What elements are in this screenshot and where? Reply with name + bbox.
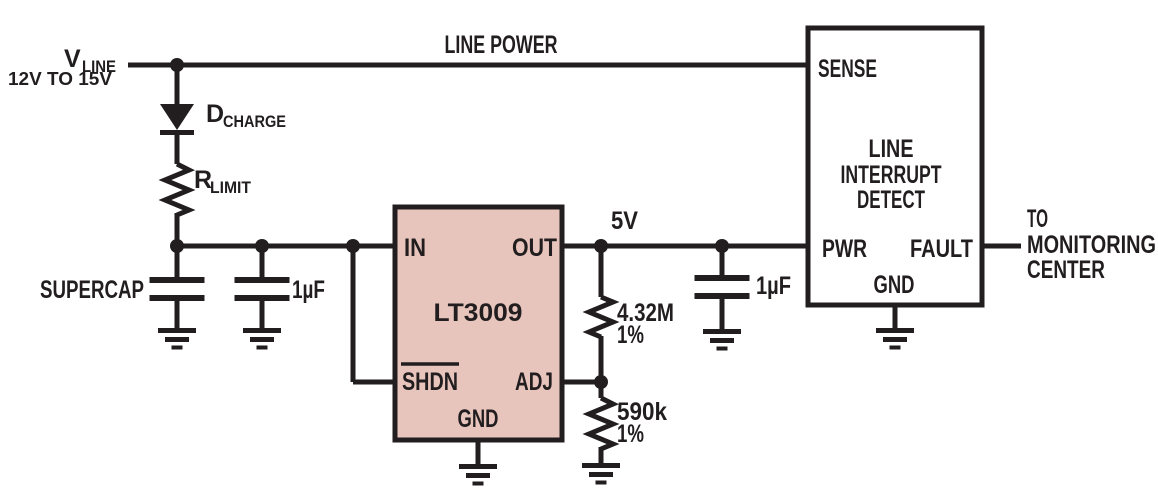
ground-regulator <box>459 467 497 484</box>
divider-top-tolerance: 1% <box>617 321 644 349</box>
diode-dcharge <box>160 104 194 135</box>
resistor-rlimit <box>158 161 196 218</box>
dcharge-symbol: D <box>206 100 224 128</box>
detector-title-line1: LINE <box>869 135 914 163</box>
detector-title-line3: DETECT <box>857 186 925 214</box>
regulator-part-number: LT3009 <box>434 299 523 327</box>
vline-range: 12V TO 15V <box>8 69 112 89</box>
divider-bottom-tolerance: 1% <box>617 420 644 448</box>
detector-pin-fault: FAULT <box>910 235 973 263</box>
resistor-divider-bottom <box>582 395 620 452</box>
junction-dot-adj-node <box>594 375 608 389</box>
junction-dot-supercap <box>170 239 184 253</box>
rlimit-symbol: R <box>194 166 212 194</box>
regulator-block <box>392 204 565 443</box>
input-cap-value: 1µF <box>292 276 325 304</box>
divider-bottom-value: 590k <box>617 398 667 426</box>
destination-line3: CENTER <box>1027 256 1105 284</box>
divider-top-value: 4.32M <box>617 299 674 327</box>
detector-pin-gnd: GND <box>874 271 915 299</box>
output-cap-value: 1µF <box>756 272 791 300</box>
regulator-pin-gnd: GND <box>458 405 499 433</box>
ground-output-cap <box>703 332 741 349</box>
vline-symbol: V <box>64 45 81 73</box>
ground-input-cap <box>243 331 281 348</box>
capacitor-supercap <box>150 280 205 298</box>
detector-block <box>805 25 985 308</box>
regulator-pin-shdn: SHDN <box>402 368 458 396</box>
ground-supercap <box>158 331 196 348</box>
capacitor-output-bypass <box>695 278 750 296</box>
supercap-label: SUPERCAP <box>40 276 144 304</box>
capacitor-input-bypass <box>235 280 290 298</box>
ground-detector <box>876 331 914 348</box>
junction-dot-incap <box>255 239 269 253</box>
junction-dot-line-tap <box>170 58 184 72</box>
vline-symbol-subscript: LINE <box>82 57 116 76</box>
detector-pin-sense: SENSE <box>818 55 877 83</box>
output-rail-voltage: 5V <box>611 207 638 235</box>
dcharge-symbol-subscript: CHARGE <box>223 112 286 131</box>
detector-pin-pwr: PWR <box>822 235 867 263</box>
junction-dot-out-divider <box>594 239 608 253</box>
regulator-pin-out: OUT <box>512 234 557 262</box>
junction-dot-shdn-branch <box>346 239 360 253</box>
destination-line2: MONITORING <box>1027 231 1156 259</box>
detector-title-line2: INTERRUPT <box>841 161 942 189</box>
regulator-pin-adj: ADJ <box>515 368 553 396</box>
destination-line1: TO <box>1027 205 1048 233</box>
diode-anode-triangle <box>160 104 194 130</box>
regulator-pin-in: IN <box>404 234 426 262</box>
junction-dot-outcap <box>715 239 729 253</box>
ground-divider <box>582 466 620 483</box>
rlimit-symbol-subscript: LIMIT <box>210 178 252 197</box>
resistor-divider-top <box>582 294 620 340</box>
line-power-label: LINE POWER <box>445 31 558 59</box>
